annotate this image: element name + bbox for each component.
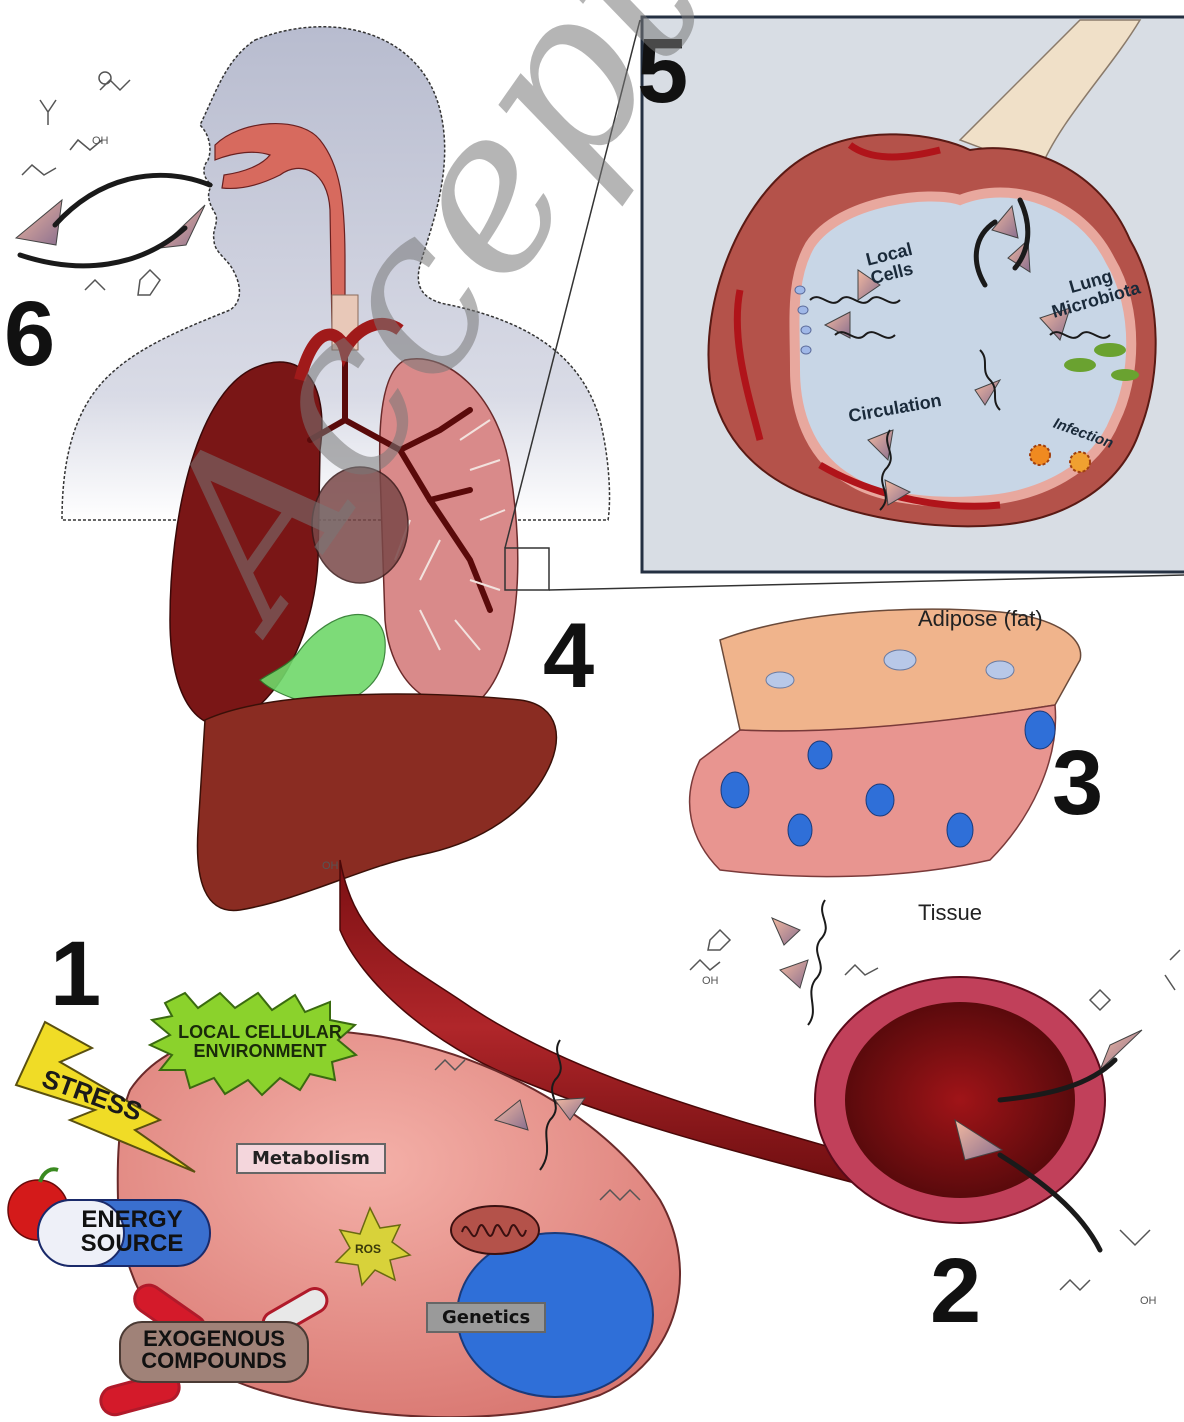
step-number-5: 5	[637, 25, 688, 117]
step-number-2: 2	[930, 1245, 981, 1337]
step-number-6: 6	[4, 288, 55, 380]
infection-pathogen	[1030, 445, 1050, 465]
step-number-1: 1	[50, 928, 101, 1020]
vessel-lumen	[845, 1002, 1075, 1198]
exogenous-compounds-label: EXOGENOUS COMPOUNDS	[122, 1328, 306, 1372]
lung-microbiota-bacterium	[1094, 343, 1126, 357]
lung-microbiota-bacterium	[1111, 369, 1139, 381]
genetics-label: Genetics	[426, 1302, 546, 1333]
energy-source-line-1: ENERGY	[62, 1208, 202, 1232]
infection-pathogen	[1070, 452, 1090, 472]
adipose-label: Adipose (fat)	[918, 606, 1043, 632]
step-number-4: 4	[543, 610, 594, 702]
local-environment-line-1: LOCAL CELLULAR	[170, 1023, 350, 1042]
lung-microbiota-bacterium	[1064, 358, 1096, 372]
ros-label: ROS	[355, 1242, 381, 1256]
local-environment-line-2: ENVIRONMENT	[170, 1042, 350, 1061]
liver	[197, 694, 556, 910]
hydroxyl-label: OH	[322, 860, 339, 872]
mitochondrion-icon	[451, 1206, 539, 1254]
hydroxyl-label: OH	[1140, 1295, 1157, 1307]
hydroxyl-label: OH	[702, 975, 719, 987]
energy-source-line-2: SOURCE	[62, 1232, 202, 1256]
heart	[312, 467, 408, 583]
hydroxyl-label: OH	[92, 135, 109, 147]
zoom-line-lower	[549, 575, 1184, 590]
metabolism-label: Metabolism	[236, 1143, 386, 1174]
tissue-label: Tissue	[918, 900, 982, 926]
step-number-3: 3	[1052, 737, 1103, 829]
exogenous-compounds-line-1: EXOGENOUS	[122, 1328, 306, 1350]
exogenous-compounds-line-2: COMPOUNDS	[122, 1350, 306, 1372]
local-environment-label: LOCAL CELLULAR ENVIRONMENT	[170, 1023, 350, 1061]
energy-source-label: ENERGY SOURCE	[62, 1208, 202, 1256]
